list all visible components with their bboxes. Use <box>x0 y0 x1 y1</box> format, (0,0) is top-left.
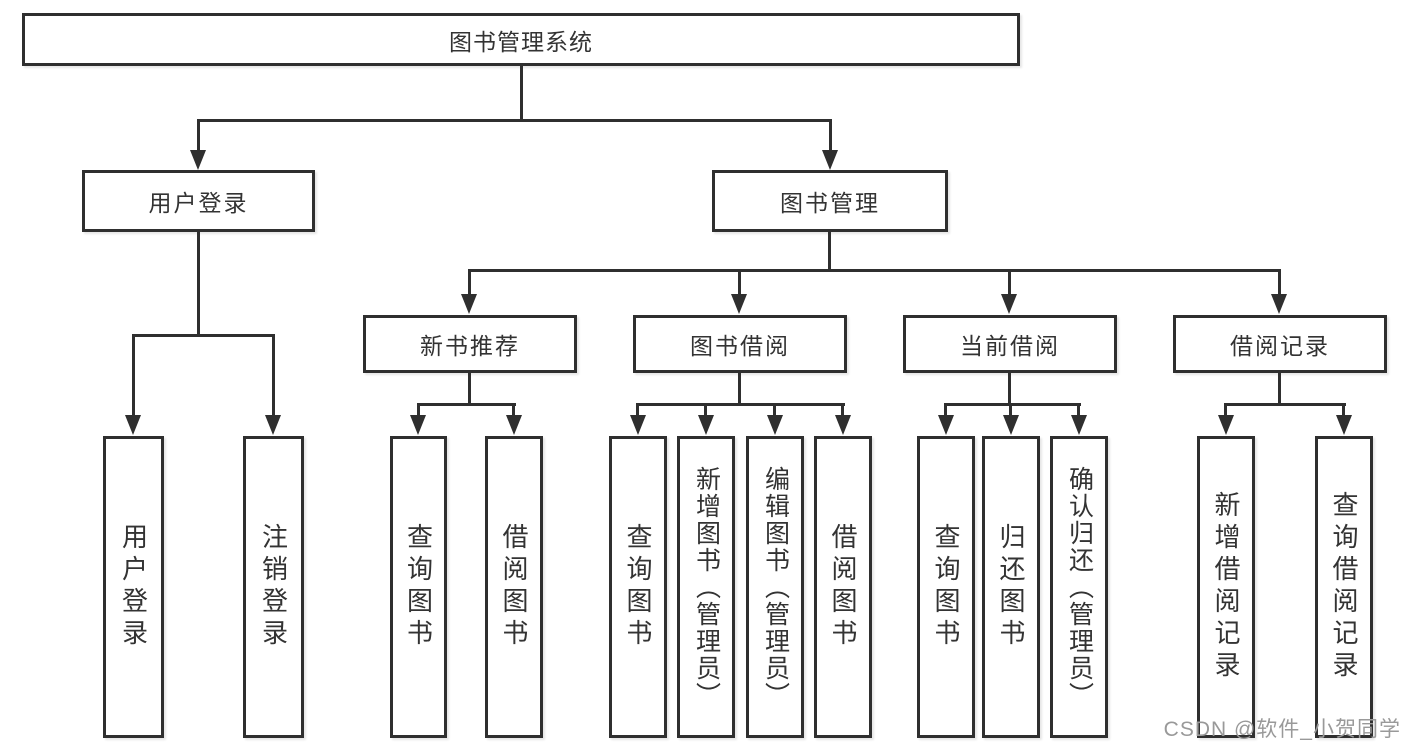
group-node-borrow-records: 借阅记录 <box>1173 315 1387 373</box>
arrowhead-down-icon <box>630 415 646 435</box>
branch-node-user-login: 用户登录 <box>82 170 315 232</box>
arrowhead-down-icon <box>1001 294 1017 314</box>
leaf-node-label: 查询图书 <box>931 523 961 651</box>
arrowhead-down-icon <box>1071 415 1087 435</box>
connector-line <box>828 232 831 272</box>
group-node-new-book-recommend: 新书推荐 <box>363 315 577 373</box>
leaf-node-label: 编辑图书（管理员） <box>761 465 790 709</box>
leaf-node-user-login: 用户登录 <box>103 436 164 738</box>
group-node-label: 图书借阅 <box>690 333 790 359</box>
leaf-node-logout: 注销登录 <box>243 436 304 738</box>
group-node-book-borrow: 图书借阅 <box>633 315 847 373</box>
connector-line <box>1009 403 1012 417</box>
connector-line <box>1077 403 1080 417</box>
connector-line <box>636 403 845 406</box>
leaf-node-label: 借阅图书 <box>828 523 858 651</box>
connector-line <box>1008 269 1011 297</box>
group-node-label: 当前借阅 <box>960 333 1060 359</box>
arrowhead-down-icon <box>410 415 426 435</box>
arrowhead-down-icon <box>938 415 954 435</box>
connector-line <box>841 403 844 417</box>
branch-node-label: 用户登录 <box>148 190 249 216</box>
connector-line <box>704 403 707 417</box>
branch-node-book-management: 图书管理 <box>712 170 948 232</box>
connector-line <box>132 334 275 337</box>
leaf-node-label: 归还图书 <box>996 523 1026 651</box>
connector-line <box>829 119 832 152</box>
leaf-node-label: 新增图书（管理员） <box>692 465 721 709</box>
branch-node-label: 图书管理 <box>780 190 880 216</box>
leaf-node-label: 借阅图书 <box>499 523 529 651</box>
leaf-node-label: 查询图书 <box>623 523 653 651</box>
arrowhead-down-icon <box>1003 415 1019 435</box>
arrowhead-down-icon <box>767 415 783 435</box>
connector-line <box>1278 373 1281 406</box>
connector-line <box>132 334 135 418</box>
group-node-label: 借阅记录 <box>1230 333 1330 359</box>
connector-line <box>468 373 471 406</box>
arrowhead-down-icon <box>1218 415 1234 435</box>
leaf-node-label: 确认归还（管理员） <box>1065 465 1094 709</box>
connector-line <box>197 119 832 122</box>
group-node-label: 新书推荐 <box>420 333 520 359</box>
arrowhead-down-icon <box>835 415 851 435</box>
arrowhead-down-icon <box>190 150 206 170</box>
connector-line <box>417 403 516 406</box>
connector-line <box>944 403 1081 406</box>
connector-line <box>197 119 200 152</box>
arrowhead-down-icon <box>731 294 747 314</box>
connector-line <box>520 66 523 122</box>
connector-line <box>738 373 741 406</box>
arrowhead-down-icon <box>1271 294 1287 314</box>
connector-line <box>1342 403 1345 417</box>
leaf-node-label: 注销登录 <box>258 523 289 651</box>
leaf-node-label: 查询借阅记录 <box>1329 491 1359 683</box>
connector-line <box>1008 373 1011 406</box>
connector-line <box>272 334 275 418</box>
connector-line <box>1224 403 1227 417</box>
connector-line <box>468 269 471 297</box>
leaf-node-query-books-3: 查询图书 <box>917 436 975 738</box>
leaf-node-query-borrow-record: 查询借阅记录 <box>1315 436 1373 738</box>
leaf-node-borrow-books-2: 借阅图书 <box>814 436 872 738</box>
arrowhead-down-icon <box>698 415 714 435</box>
leaf-node-label: 查询图书 <box>403 523 434 651</box>
leaf-node-edit-books-admin: 编辑图书（管理员） <box>746 436 804 738</box>
connector-line <box>1278 269 1281 297</box>
connector-line <box>468 269 1281 272</box>
connector-line <box>738 269 741 297</box>
arrowhead-down-icon <box>265 415 281 435</box>
leaf-node-add-books-admin: 新增图书（管理员） <box>677 436 735 738</box>
arrowhead-down-icon <box>1336 415 1352 435</box>
connector-line <box>1224 403 1346 406</box>
leaf-node-label: 用户登录 <box>118 523 149 651</box>
leaf-node-query-books-2: 查询图书 <box>609 436 667 738</box>
arrowhead-down-icon <box>506 415 522 435</box>
root-node-label: 图书管理系统 <box>449 28 593 55</box>
connector-line <box>197 232 200 337</box>
connector-line <box>944 403 947 417</box>
arrowhead-down-icon <box>822 150 838 170</box>
leaf-node-add-borrow-record: 新增借阅记录 <box>1197 436 1255 738</box>
leaf-node-label: 新增借阅记录 <box>1211 491 1241 683</box>
leaf-node-return-books: 归还图书 <box>982 436 1040 738</box>
group-node-current-borrow: 当前借阅 <box>903 315 1117 373</box>
connector-line <box>512 403 515 417</box>
connector-line <box>636 403 639 417</box>
leaf-node-query-books-1: 查询图书 <box>390 436 447 738</box>
leaf-node-borrow-books-1: 借阅图书 <box>485 436 543 738</box>
arrowhead-down-icon <box>125 415 141 435</box>
root-node-library-system: 图书管理系统 <box>22 13 1020 66</box>
leaf-node-confirm-return-admin: 确认归还（管理员） <box>1050 436 1108 738</box>
connector-line <box>417 403 420 417</box>
connector-line <box>773 403 776 417</box>
csdn-watermark: CSDN @软件_小贺同学 <box>1163 718 1401 741</box>
arrowhead-down-icon <box>461 294 477 314</box>
